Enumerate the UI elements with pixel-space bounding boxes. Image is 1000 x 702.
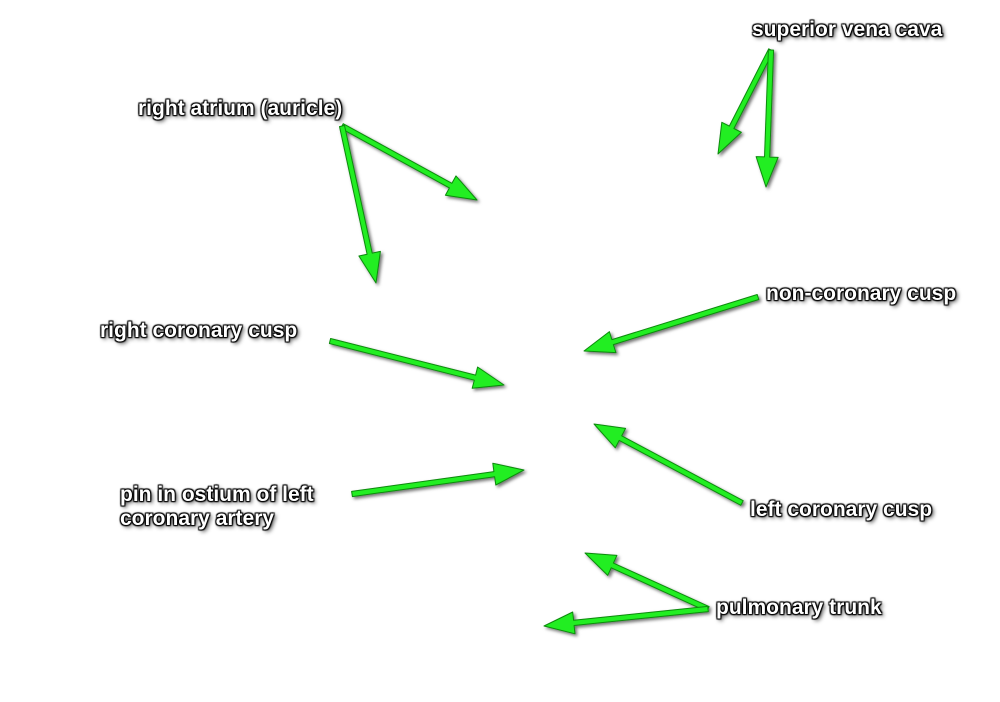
arrow-right-atrium-1	[340, 123, 478, 201]
arrow-pulmonary-trunk-2	[543, 605, 709, 635]
label-pulmonary-trunk: pulmonary trunk	[716, 596, 882, 619]
arrow-svc-1	[717, 48, 774, 155]
label-right-atrium: right atrium (auricle)	[138, 97, 343, 120]
label-right-coronary-cusp: right coronary cusp	[100, 319, 298, 342]
label-pin-in-ostium: pin in ostium of left coronary artery	[120, 483, 314, 531]
arrow-pulmonary-trunk-1	[584, 552, 710, 612]
label-left-coronary-cusp: left coronary cusp	[750, 498, 933, 521]
label-non-coronary-cusp: non-coronary cusp	[766, 282, 957, 305]
label-superior-vena-cava: superior vena cava	[752, 18, 943, 41]
arrow-left-coronary-cusp	[593, 423, 744, 506]
label-pin-in-ostium-line2: coronary artery	[120, 507, 275, 530]
arrow-right-atrium-2	[339, 124, 381, 284]
arrow-svc-2	[755, 49, 779, 188]
label-pin-in-ostium-line1: pin in ostium of left	[120, 483, 314, 506]
arrow-right-coronary-cusp	[328, 338, 505, 389]
arrow-pin-in-ostium	[351, 462, 525, 498]
arrow-non-coronary-cusp	[583, 294, 760, 354]
